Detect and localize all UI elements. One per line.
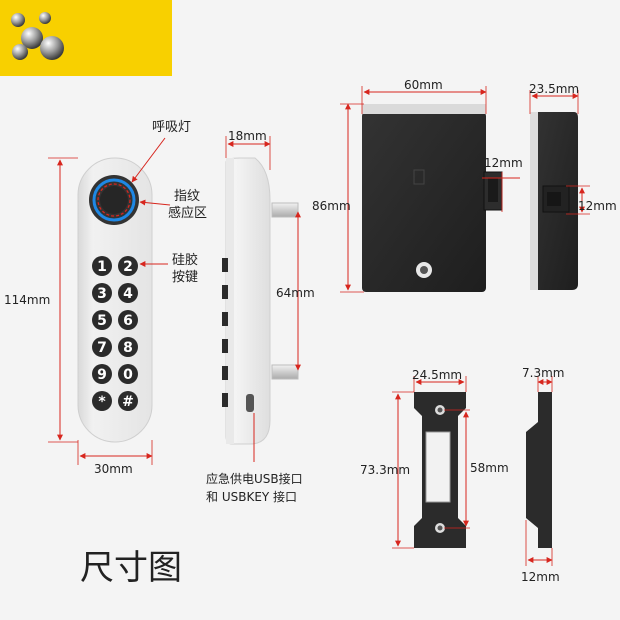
keypad-dimensions — [48, 137, 171, 465]
pin-spacing-label: 64mm — [276, 286, 315, 300]
key-label: 7 — [97, 340, 107, 356]
key-label: 8 — [123, 340, 133, 356]
logo-balls-icon — [11, 12, 64, 60]
strike-plate-side — [526, 392, 552, 548]
lock-side-dimensions — [529, 90, 590, 215]
strike-hole-spacing-label: 58mm — [470, 461, 509, 475]
side-key-edge — [222, 285, 228, 299]
side-body-width-label: 23.5mm — [529, 82, 580, 96]
page-title: 尺寸图 — [80, 548, 182, 588]
key-label: # — [122, 394, 134, 410]
key-3[interactable]: 3 — [92, 283, 112, 303]
key-8[interactable]: 8 — [118, 337, 138, 357]
side-key-edge — [222, 366, 228, 380]
key-0[interactable]: 0 — [118, 364, 138, 384]
strike-height-label: 73.3mm — [360, 463, 411, 477]
fingerprint-label-line1: 指纹 — [174, 189, 201, 204]
keypad-width-label: 30mm — [94, 462, 133, 476]
brand-logo — [0, 0, 172, 76]
key-hash[interactable]: # — [118, 391, 138, 411]
strike-side-width-label: 7.3mm — [522, 366, 565, 380]
usb-port — [246, 394, 254, 412]
body-height-label: 86mm — [312, 199, 351, 213]
lock-body-dimensions — [340, 86, 520, 293]
key-label: 3 — [97, 286, 107, 302]
key-1[interactable]: 1 — [92, 256, 112, 276]
key-label: 6 — [123, 313, 133, 329]
key-label: 0 — [123, 367, 133, 383]
key-5[interactable]: 5 — [92, 310, 112, 330]
key-7[interactable]: 7 — [92, 337, 112, 357]
bolt-width-label: 12mm — [484, 156, 523, 170]
side-key-edge — [222, 339, 228, 353]
silicone-label-line1: 硅胶 — [172, 253, 199, 268]
breathing-light-label: 呼吸灯 — [152, 120, 192, 135]
key-label: 2 — [123, 259, 133, 275]
silicone-label-line2: 按键 — [172, 270, 199, 285]
key-6[interactable]: 6 — [118, 310, 138, 330]
strike-width-label: 24.5mm — [412, 368, 463, 382]
key-star[interactable]: * — [92, 391, 112, 411]
fingerprint-label-line2: 感应区 — [168, 206, 208, 221]
side-key-edge — [222, 393, 228, 407]
lock-body-front — [362, 104, 503, 292]
strike-plate-front — [414, 392, 466, 548]
usb-label-line2: 和 USBKEY 接口 — [206, 490, 298, 504]
key-label: 5 — [97, 313, 107, 329]
key-label: 1 — [97, 259, 107, 275]
strike-side-depth-label: 12mm — [521, 570, 560, 584]
breathing-light-ring — [92, 178, 136, 222]
lock-body-side — [530, 112, 578, 290]
keypad-height-label: 114mm — [4, 293, 51, 307]
strike-side-dimensions — [525, 376, 553, 566]
side-bolt-label: 12mm — [578, 199, 617, 213]
side-key-edge — [222, 312, 228, 326]
key-label: 9 — [97, 367, 107, 383]
body-width-label: 60mm — [404, 78, 443, 92]
key-9[interactable]: 9 — [92, 364, 112, 384]
side-depth-label: 18mm — [228, 129, 267, 143]
keypad-side-view — [222, 157, 299, 445]
strike-dimensions — [392, 376, 470, 549]
side-dimensions — [225, 136, 301, 462]
side-key-edge — [222, 258, 228, 272]
key-label: 4 — [123, 286, 133, 302]
usb-label-line1: 应急供电USB接口 — [206, 472, 303, 486]
key-label: * — [98, 394, 106, 410]
key-4[interactable]: 4 — [118, 283, 138, 303]
key-2[interactable]: 2 — [118, 256, 138, 276]
